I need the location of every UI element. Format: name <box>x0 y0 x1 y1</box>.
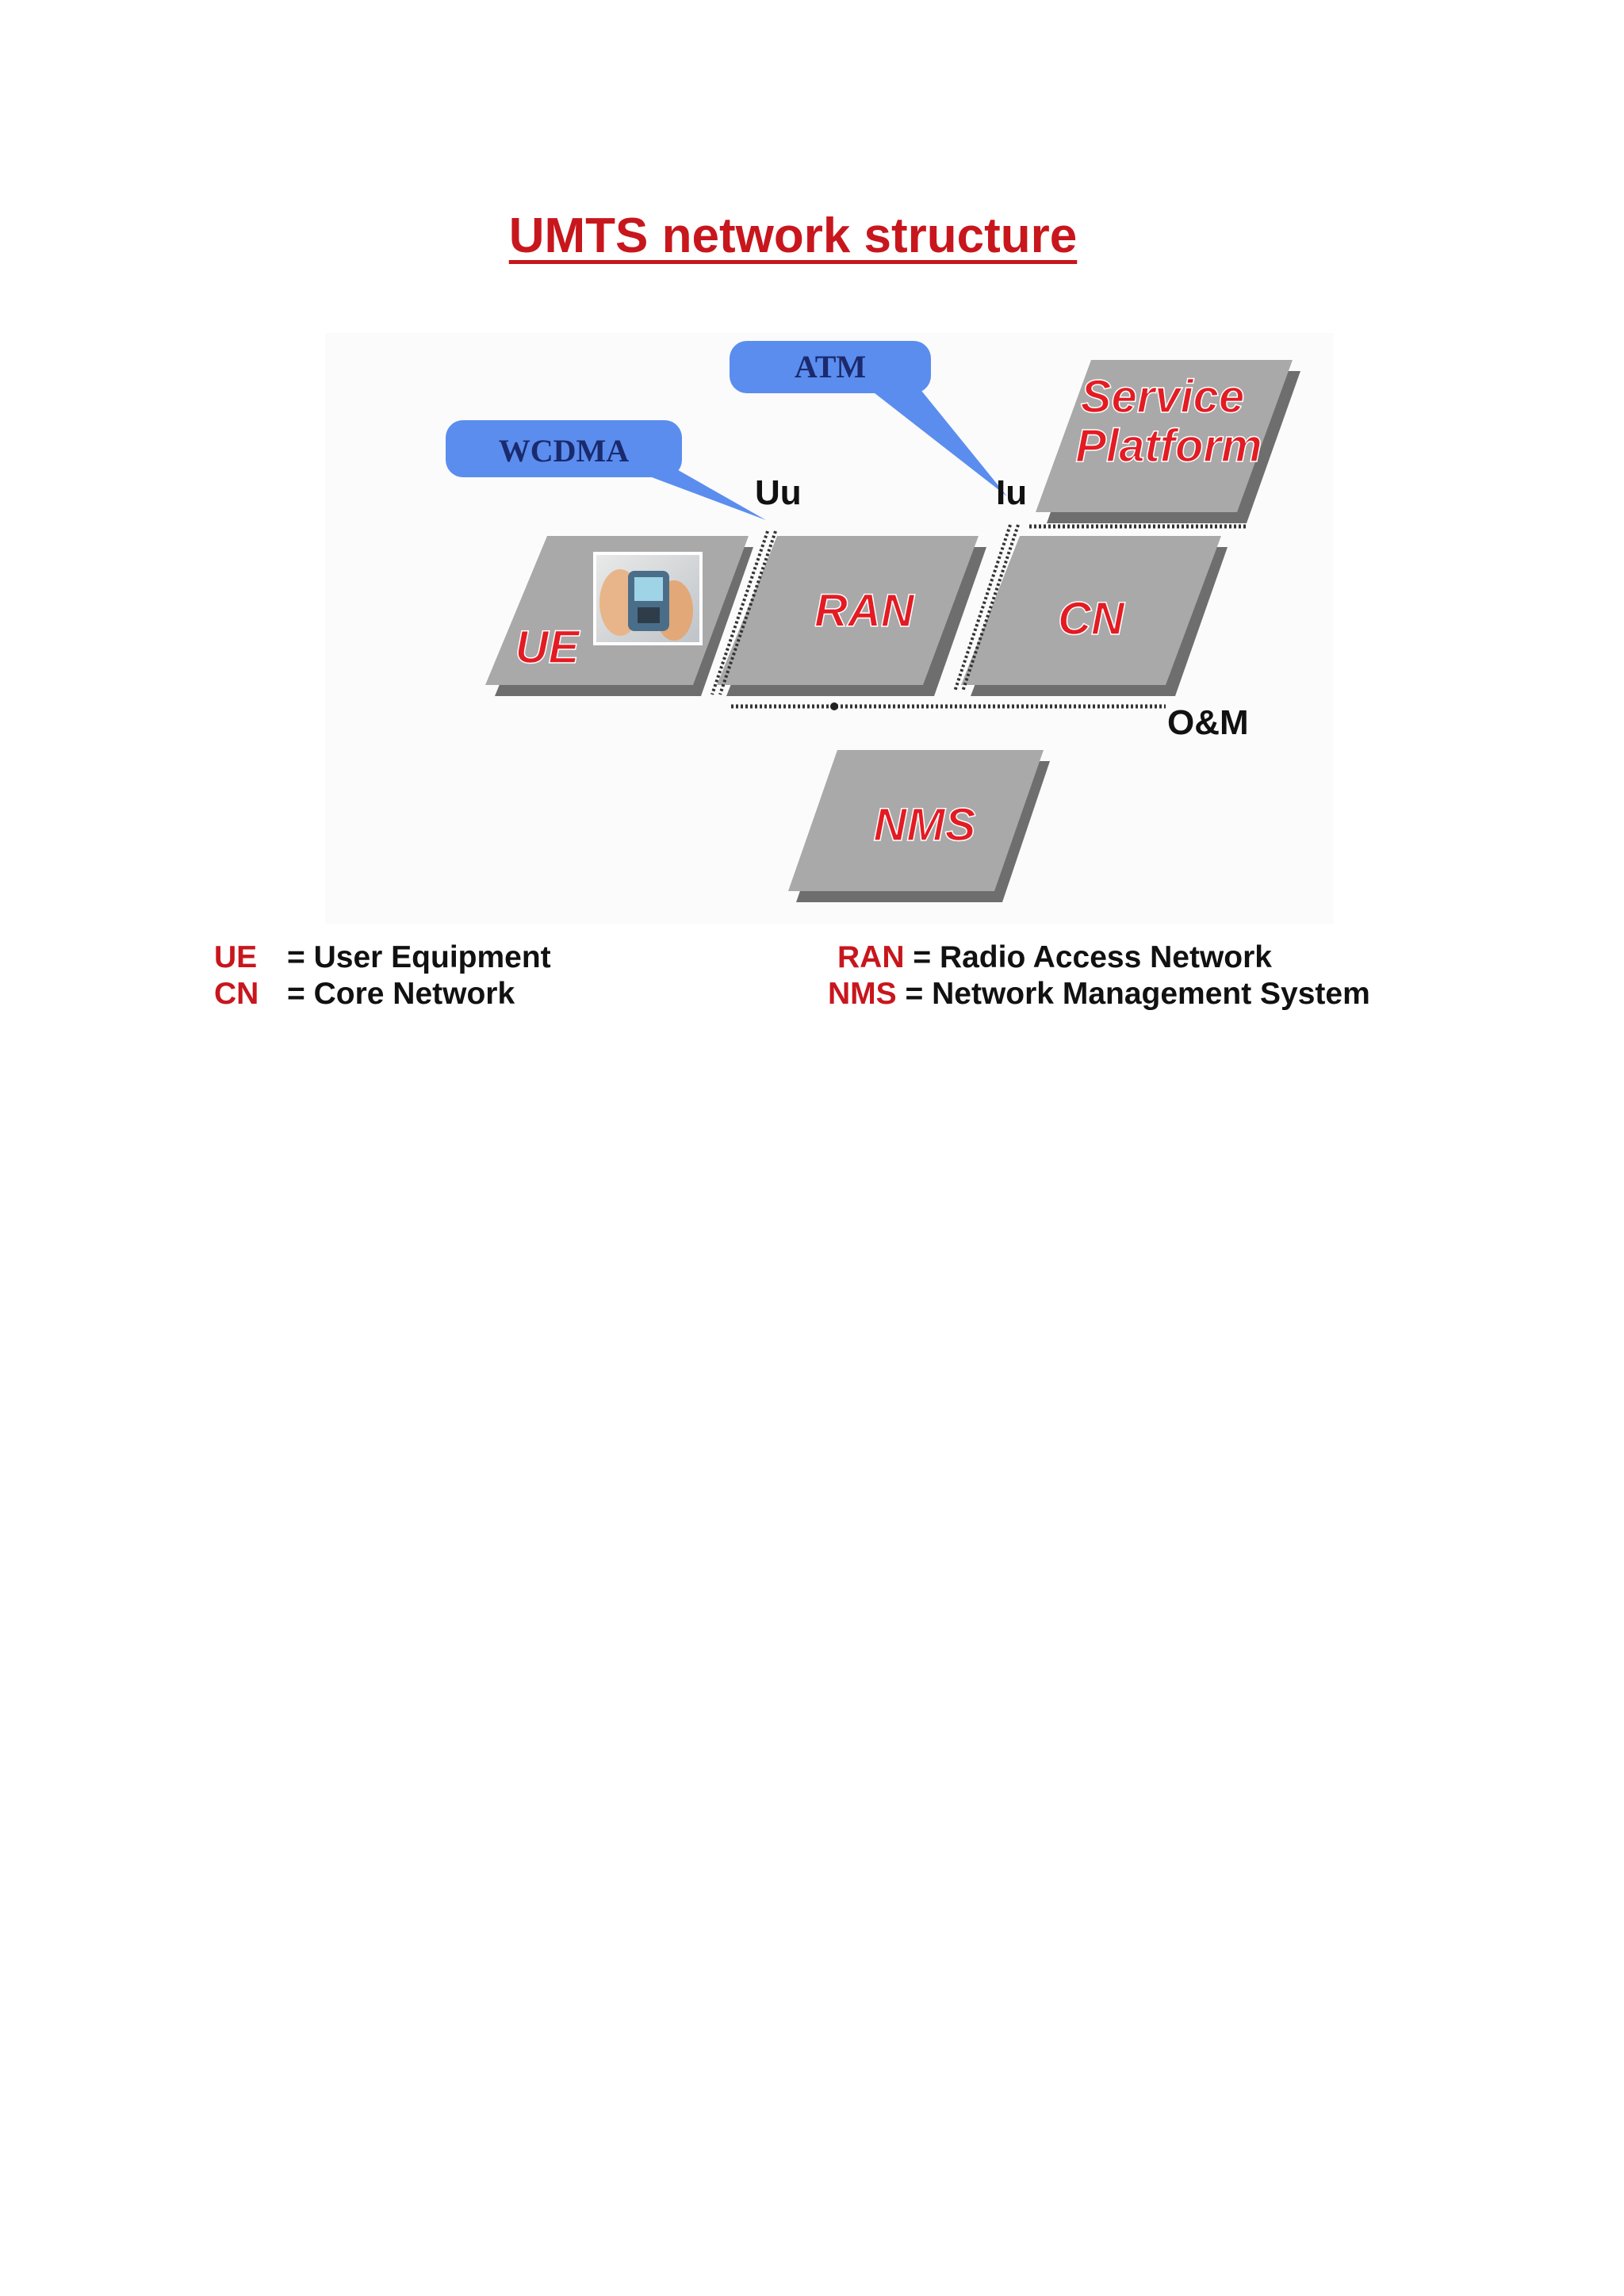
node-plate <box>717 536 979 685</box>
legend-text: = Core Network <box>287 977 515 1011</box>
legend-right: RAN = Radio Access Network NMS = Network… <box>828 940 1431 1027</box>
node-plate <box>788 750 1044 891</box>
legend-abbr: UE <box>214 940 258 974</box>
callout-bubble <box>446 420 682 477</box>
node-label: UE <box>515 622 581 673</box>
page-title: UMTS network structure <box>508 209 1078 263</box>
legend-item-ran: RAN = Radio Access Network <box>837 940 1272 975</box>
interface-label-uu: Uu <box>755 473 802 512</box>
legend-abbr: NMS <box>828 977 897 1011</box>
mobile-phone-in-hand-icon <box>593 552 703 645</box>
node-label-line2: Platform <box>1075 420 1262 472</box>
uu-interface-line <box>710 530 777 695</box>
callout-label: ATM <box>795 349 866 385</box>
interface-label-om: O&M <box>1167 703 1249 742</box>
node-label-line1: Service <box>1081 371 1244 423</box>
node-ran: RAN <box>717 536 986 696</box>
node-plate <box>961 536 1221 685</box>
legend-text: = Network Management System <box>905 977 1370 1011</box>
legend-item-ue: UE = User Equipment <box>214 940 551 975</box>
node-plate <box>1036 360 1293 512</box>
node-label: NMS <box>874 799 976 851</box>
node-ue: UE <box>485 536 753 696</box>
interface-label-iu: Iu <box>996 473 1027 512</box>
callout-label: WCDMA <box>499 433 630 469</box>
node-service-platform: Service Platform <box>1036 360 1300 523</box>
om-link <box>731 702 1166 710</box>
legend-item-nms: NMS = Network Management System <box>828 977 1370 1012</box>
node-cn: CN <box>961 536 1228 696</box>
legend-left: UE = User Equipment CN = Core Network <box>214 940 611 1027</box>
legend-item-cn: CN = Core Network <box>214 977 515 1012</box>
callout-bubble <box>730 341 931 393</box>
callout-wcdma: WCDMA <box>446 420 766 520</box>
legend-abbr: CN <box>214 977 259 1011</box>
legend-text: = User Equipment <box>287 940 551 974</box>
node-label: CN <box>1058 593 1125 645</box>
legend-abbr: RAN <box>837 940 905 974</box>
legend-text: = Radio Access Network <box>913 940 1272 974</box>
callout-atm: ATM <box>730 341 1007 496</box>
node-label: RAN <box>814 585 915 637</box>
iu-interface-line <box>953 524 1020 692</box>
node-nms: NMS <box>788 750 1050 902</box>
